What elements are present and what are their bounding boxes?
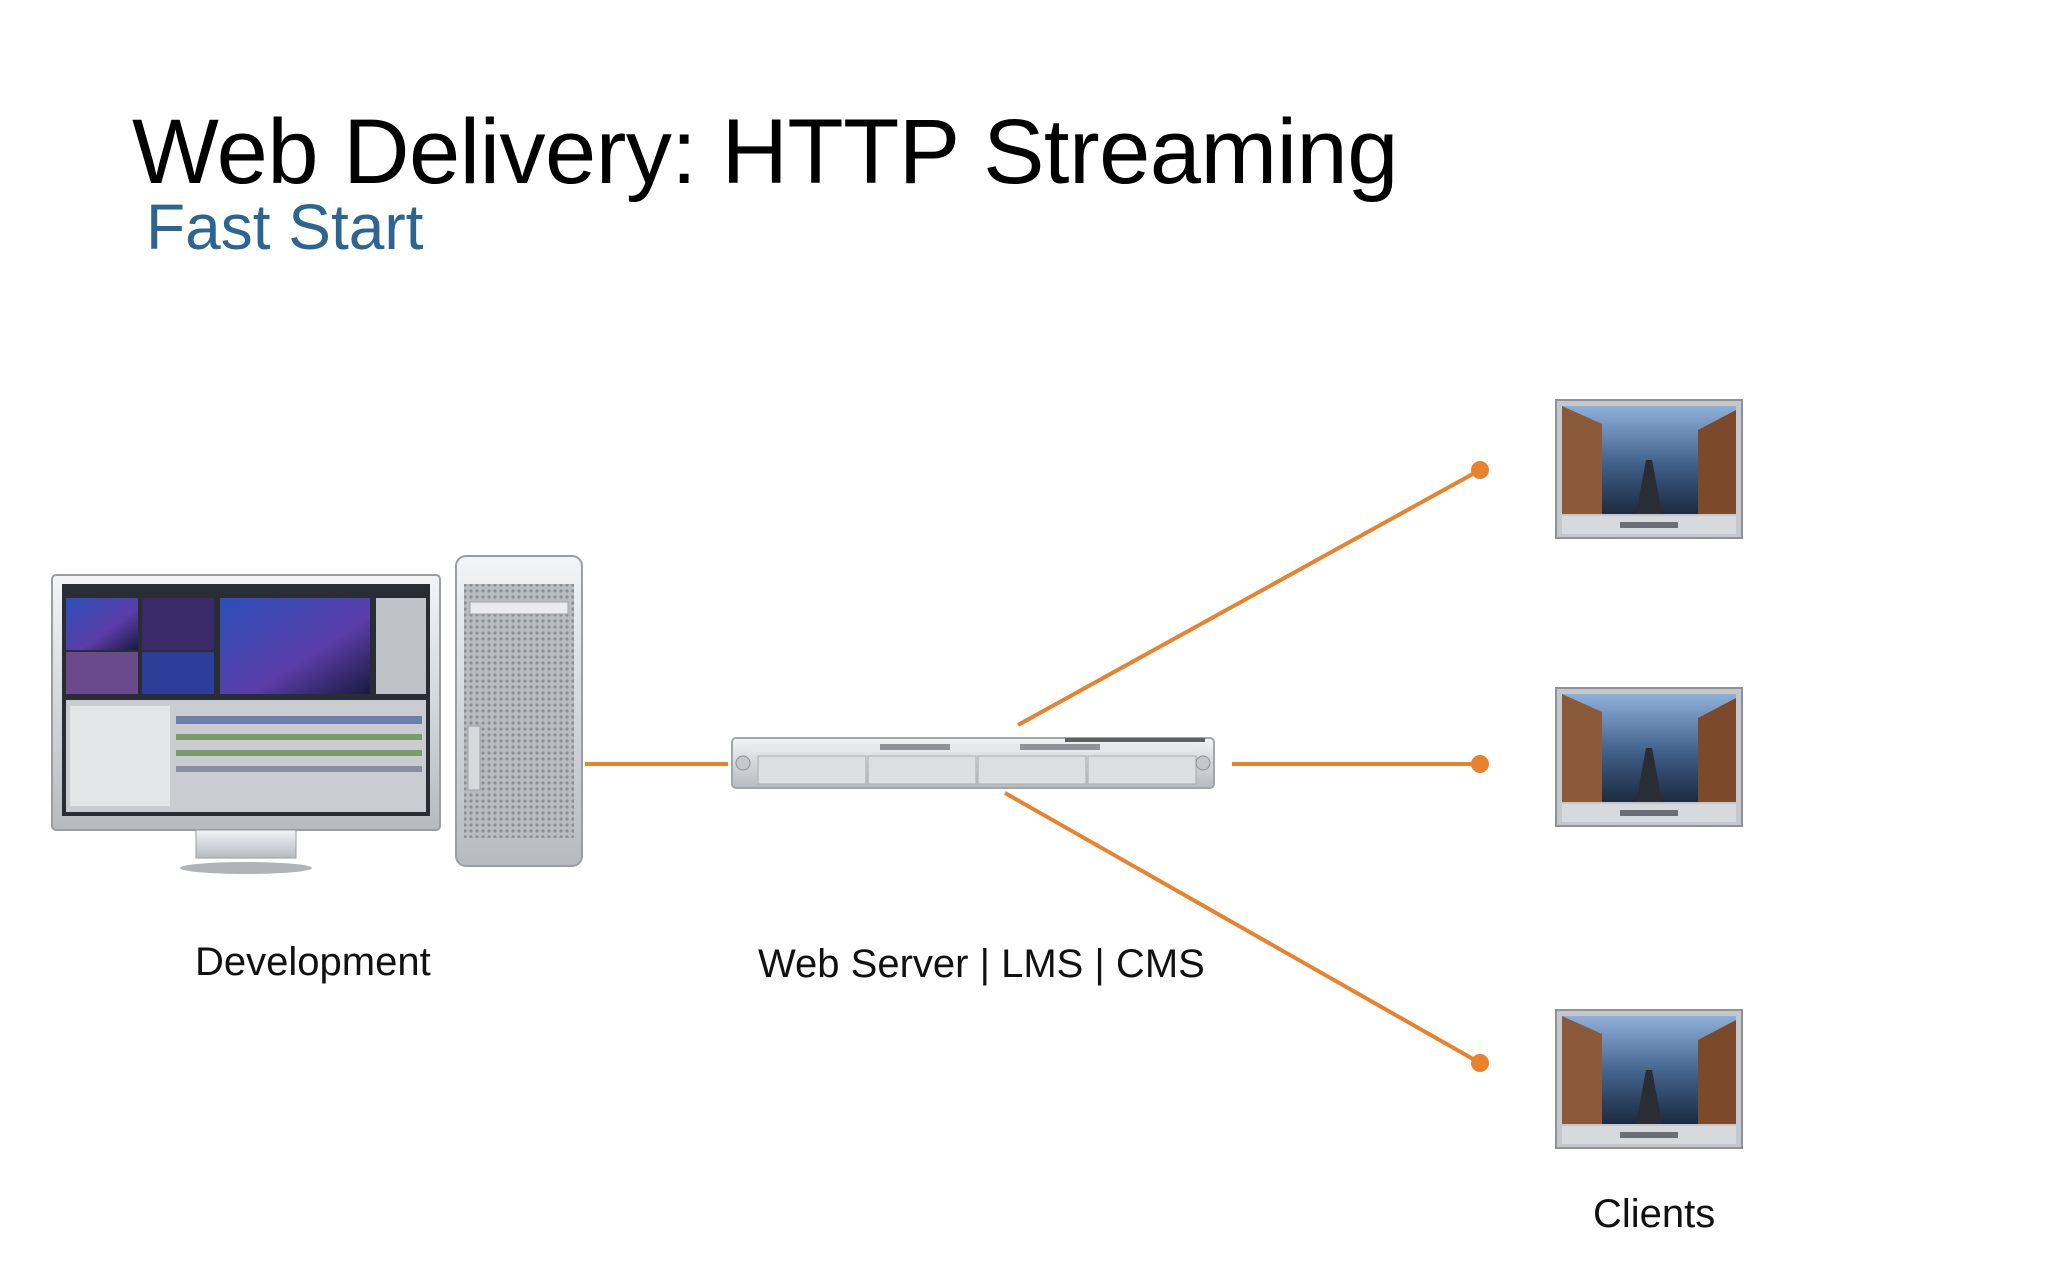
video-player-icon (1555, 1009, 1743, 1149)
video-player-icon (1555, 399, 1743, 539)
connector-server-client-bottom (1004, 791, 1481, 1065)
server-label: Web Server | LMS | CMS (758, 942, 1205, 986)
clients-label: Clients (1593, 1192, 1716, 1236)
endpoint-dot (1471, 755, 1489, 773)
connector-endpoints (1471, 461, 1489, 1072)
video-player-icon (1555, 687, 1743, 827)
rack-server-icon (731, 737, 1215, 789)
tower-computer-icon (455, 555, 583, 867)
connector-server-client-top (1017, 468, 1481, 727)
endpoint-dot (1471, 1054, 1489, 1072)
slide-subtitle: Fast Start (146, 191, 424, 263)
connectors (585, 468, 1481, 1065)
slide-title: Web Delivery: HTTP Streaming (132, 101, 1398, 203)
monitor-icon (51, 574, 441, 874)
development-label: Development (195, 940, 431, 984)
endpoint-dot (1471, 461, 1489, 479)
